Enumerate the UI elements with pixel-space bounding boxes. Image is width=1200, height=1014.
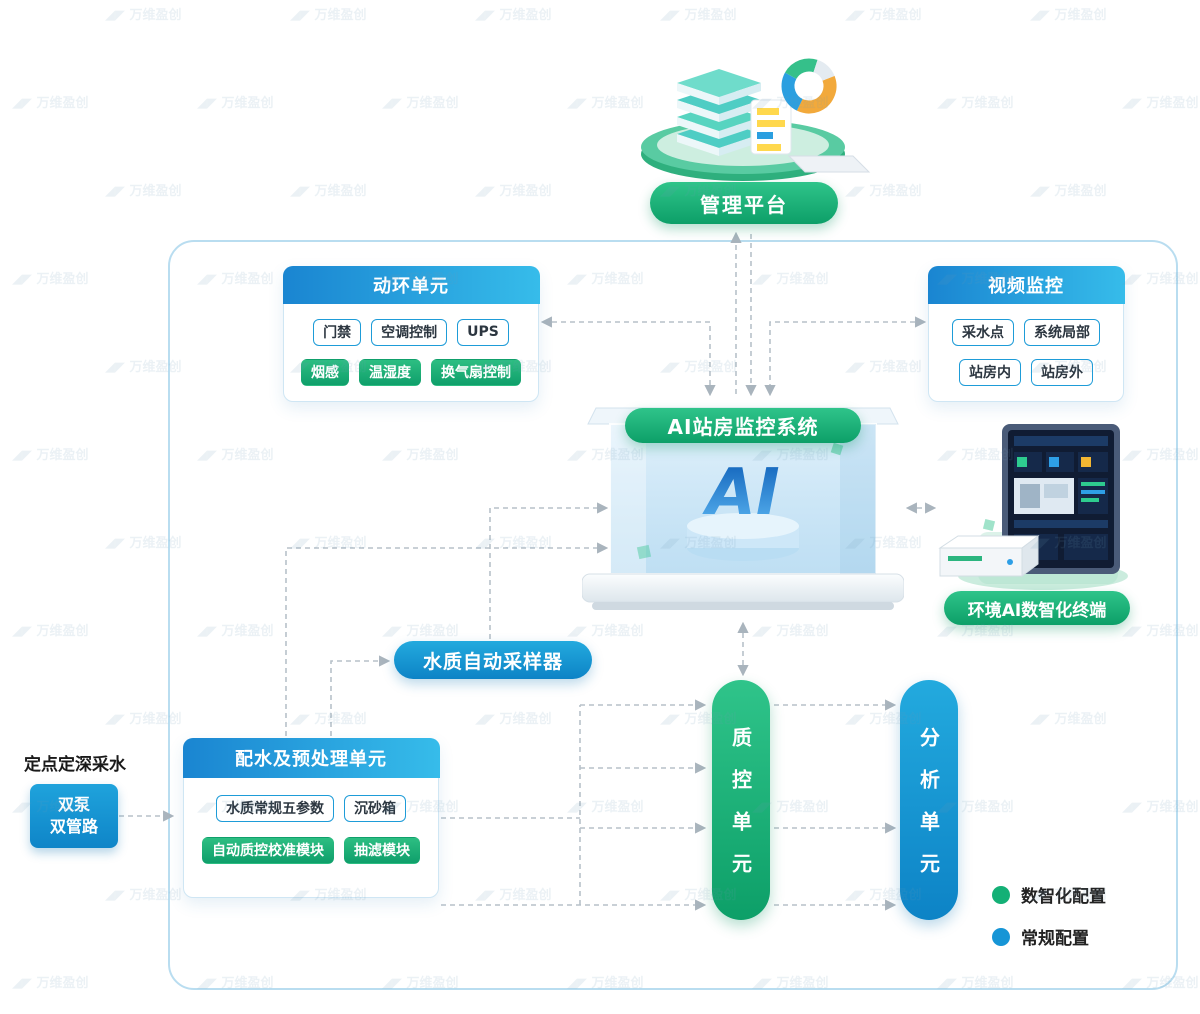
pump-box: 双泵 双管路 [30,784,118,848]
watermark-text: ◢◤ 万维盈创 [475,184,552,199]
panel-dynamic-env: 动环单元 门禁 空调控制 UPS 烟感 温湿度 换气扇控制 [282,265,540,402]
legend-dot-standard-icon [992,927,1010,946]
watermark-text: ◢◤ 万维盈创 [567,96,644,111]
watermark-text: ◢◤ 万维盈创 [937,96,1014,111]
chip-system-local: 系统局部 [1024,318,1100,346]
watermark-text: ◢◤ 万维盈创 [660,8,737,23]
watermark-text: ◢◤ 万维盈创 [1030,184,1107,199]
qc-unit-label: 质控单元 [728,727,753,895]
watermark-text: ◢◤ 万维盈创 [12,624,89,639]
mini-bar-chart-icon [750,99,792,155]
chip-ups: UPS [457,318,509,346]
watermark-text: ◢◤ 万维盈创 [1122,96,1199,111]
intake-caption: 定点定深采水 [24,755,126,775]
watermark-text: ◢◤ 万维盈创 [290,8,367,23]
legend-label-standard: 常规配置 [1021,929,1089,949]
chip-water-intake-point: 采水点 [952,318,1014,346]
legend-item-digital: 数智化配置 [992,882,1106,907]
pump-box-line2: 双管路 [49,817,98,836]
chip-sand-tank: 沉砂箱 [344,794,406,822]
pump-box-line1: 双泵 [57,794,90,814]
chip-auto-qc-calibration: 自动质控校准模块 [202,836,334,864]
watermark-text: ◢◤ 万维盈创 [752,96,829,111]
panel-water-pretreatment-title: 配水及预处理单元 [182,737,440,778]
keyboard-icon [787,155,871,173]
terminal-pill: 环境AI数智化终端 [944,591,1130,625]
watermark-text: ◢◤ 万维盈创 [12,448,89,463]
watermark-text: ◢◤ 万维盈创 [382,96,459,111]
watermark-text: ◢◤ 万维盈创 [105,8,182,23]
legend: 数智化配置 常规配置 [992,882,1106,949]
chip-smoke-sensor: 烟感 [301,358,349,386]
analysis-unit-label: 分析单元 [916,727,941,895]
watermark-text: ◢◤ 万维盈创 [845,8,922,23]
legend-dot-digital-icon [992,885,1010,904]
watermark-text: ◢◤ 万维盈创 [290,184,367,199]
legend-label-digital: 数智化配置 [1021,887,1106,907]
analysis-unit-pill: 分析单元 [900,680,958,920]
chip-five-params: 水质常规五参数 [216,794,334,822]
chip-temp-humidity: 温湿度 [359,358,421,386]
management-platform-illustration [641,58,871,181]
watermark-text: ◢◤ 万维盈创 [12,976,89,991]
watermark-text: ◢◤ 万维盈创 [475,8,552,23]
watermark-text: ◢◤ 万维盈创 [197,96,274,111]
chip-station-outdoor: 站房外 [1031,358,1093,386]
watermark-text: ◢◤ 万维盈创 [12,272,89,287]
sampler-pill: 水质自动采样器 [394,641,592,679]
ai-system-pill: AI站房监控系统 [625,408,861,443]
donut-chart-icon [781,58,837,114]
chip-ac-control: 空调控制 [371,318,448,346]
panel-video-monitor: 视频监控 采水点 系统局部 站房内 站房外 [927,265,1125,402]
watermark-text: ◢◤ 万维盈创 [105,184,182,199]
chip-door-access: 门禁 [313,318,362,346]
chip-vent-fan-control: 换气扇控制 [431,358,521,386]
watermark-text: ◢◤ 万维盈创 [12,96,89,111]
chip-station-indoor: 站房内 [959,358,1021,386]
legend-item-standard: 常规配置 [992,924,1106,949]
chip-filtration-module: 抽滤模块 [344,836,420,864]
management-platform-pill: 管理平台 [650,182,838,224]
panel-dynamic-env-title: 动环单元 [282,265,540,304]
panel-video-monitor-title: 视频监控 [927,265,1125,304]
qc-unit-pill: 质控单元 [712,680,770,920]
watermark-text: ◢◤ 万维盈创 [845,184,922,199]
server-stack-icon [677,69,761,156]
panel-water-pretreatment: 配水及预处理单元 水质常规五参数 沉砂箱 自动质控校准模块 抽滤模块 [182,737,440,898]
watermark-text: ◢◤ 万维盈创 [1030,8,1107,23]
